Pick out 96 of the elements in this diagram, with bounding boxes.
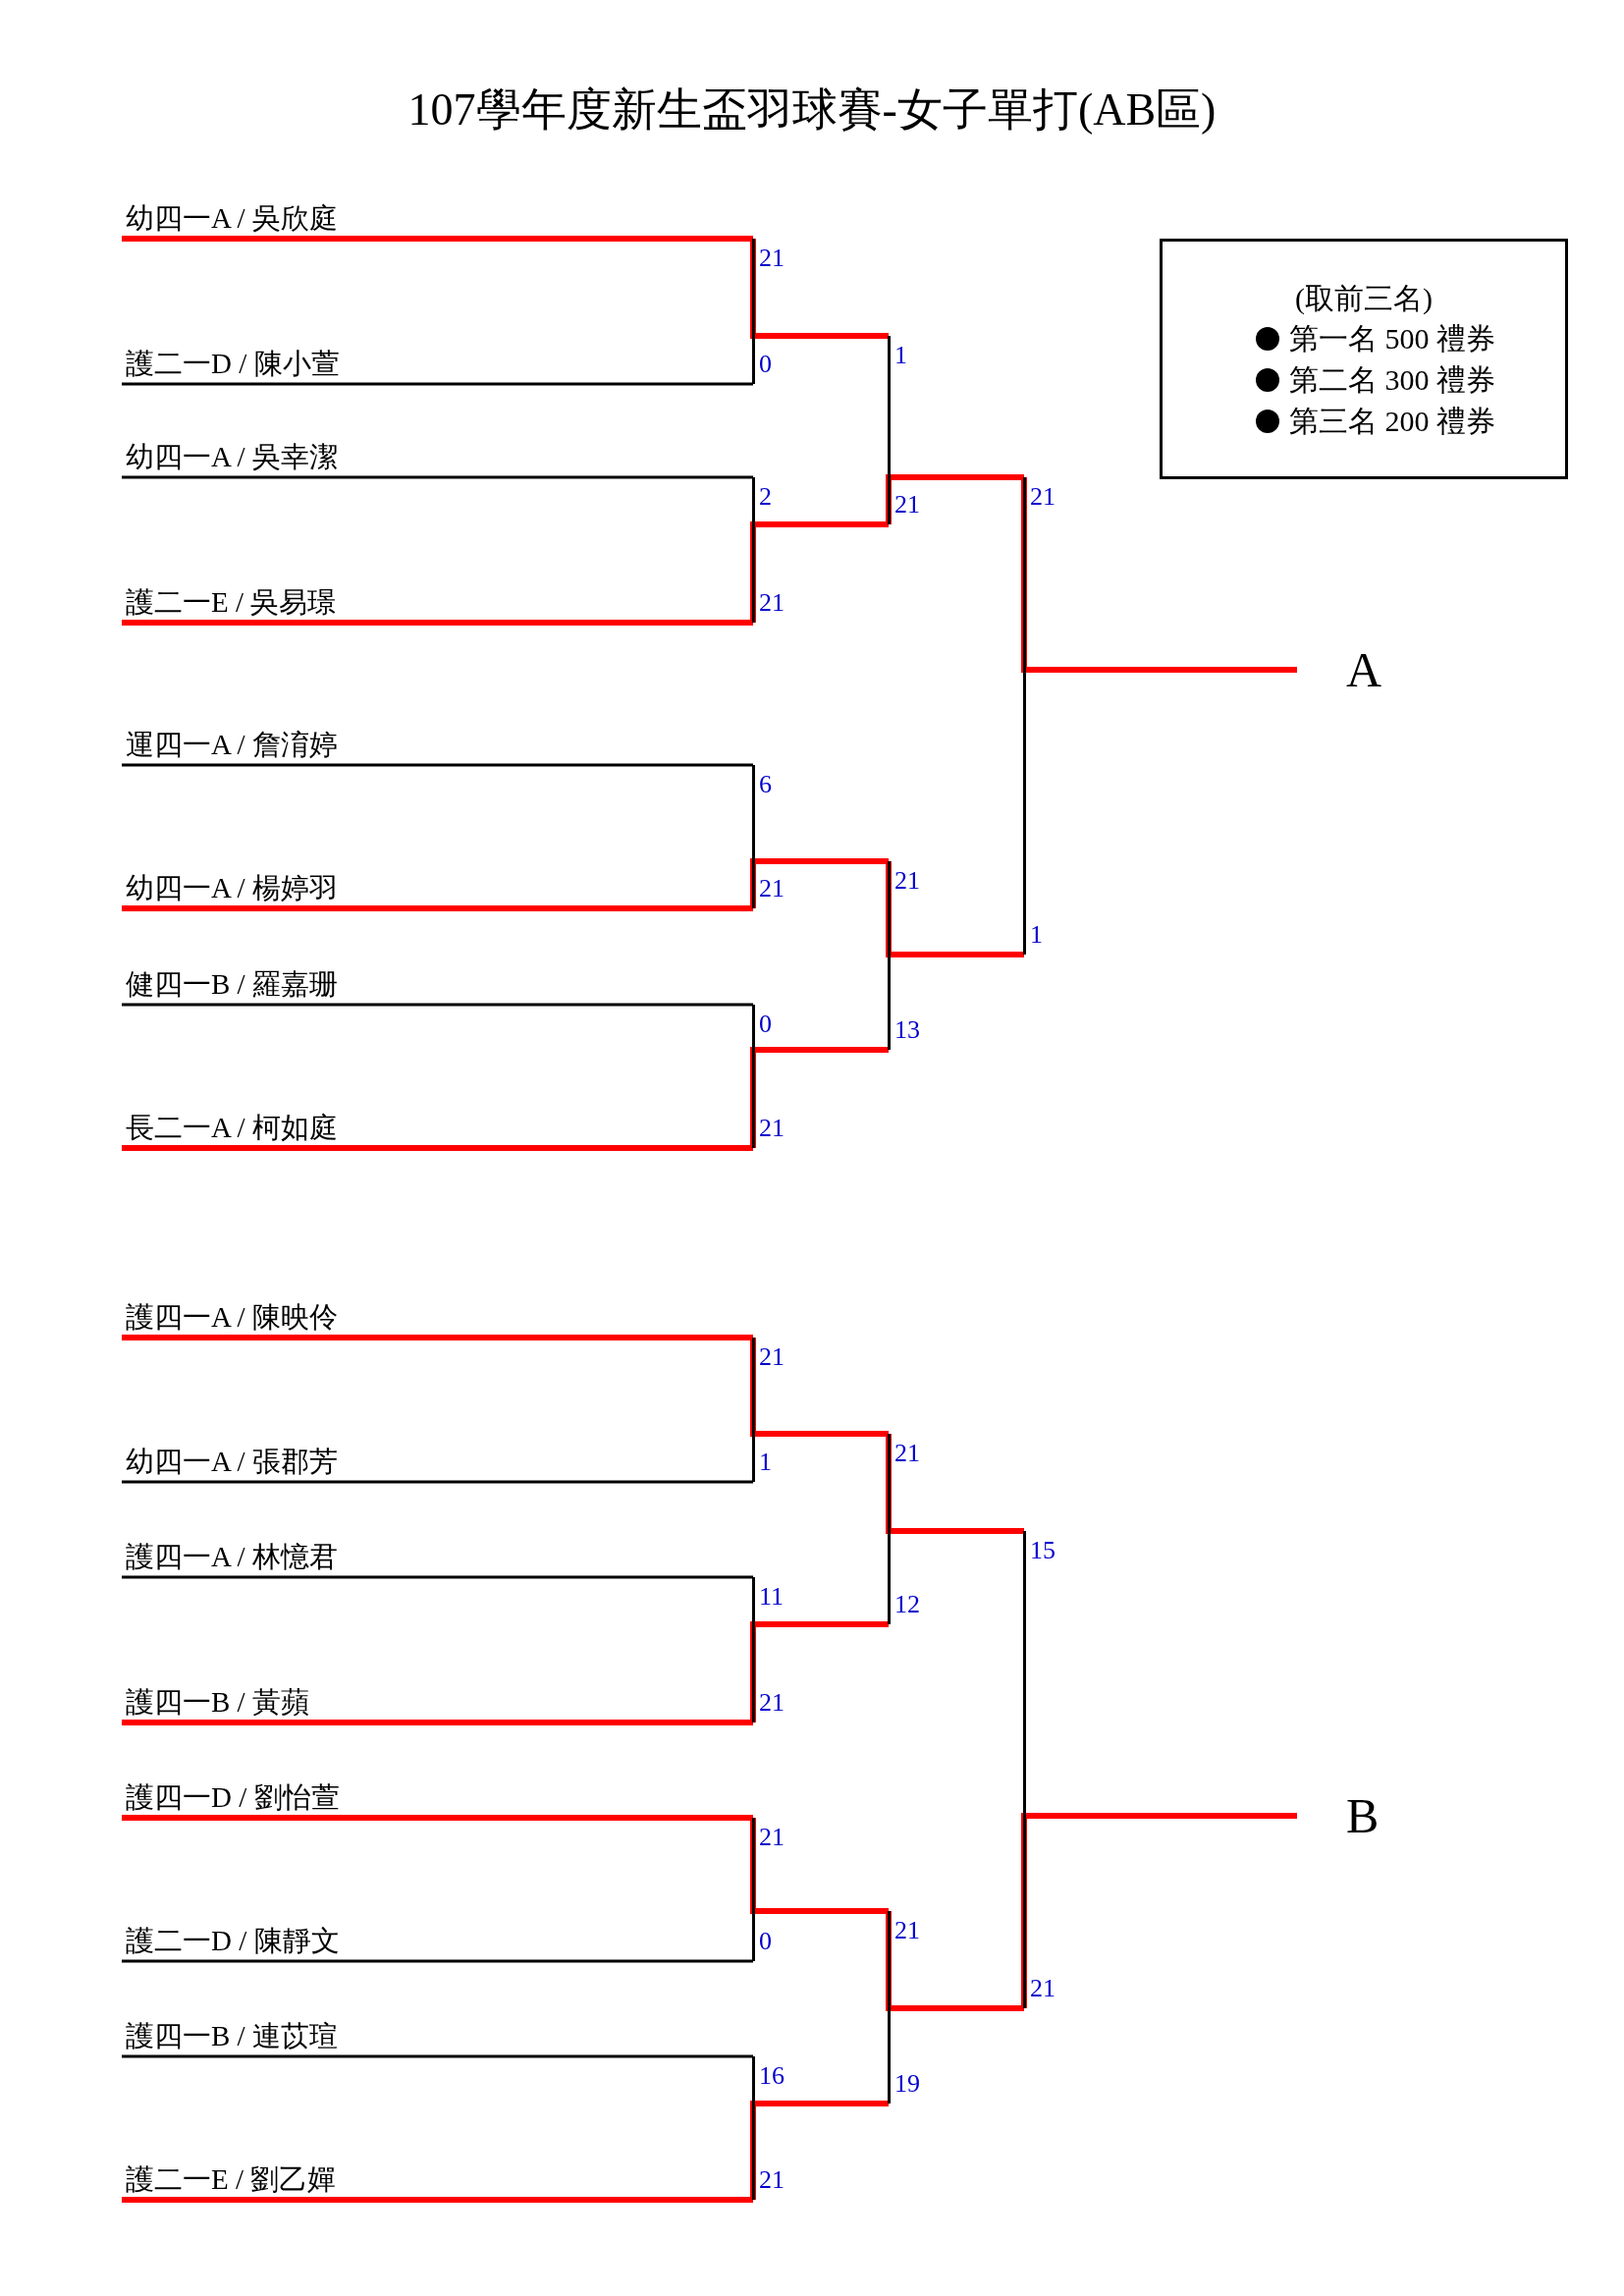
- player-name: 幼四一A / 張郡芳: [122, 1443, 338, 1482]
- player-name: 護四一B / 連苡瑄: [122, 2017, 338, 2056]
- bracket-bar: [887, 1434, 891, 1624]
- group-label: B: [1297, 1788, 1380, 1843]
- bracket-line: [750, 1818, 889, 1914]
- bracket-line: [750, 2101, 889, 2200]
- player-name: 護二一E / 劉乙嬋: [122, 2160, 337, 2200]
- score-label: 1: [894, 342, 907, 369]
- bracket-bar: [887, 336, 891, 524]
- player-name: 護二一D / 陳靜文: [122, 1922, 340, 1961]
- score-label: 21: [759, 245, 785, 272]
- score-label: 21: [894, 867, 920, 895]
- score-label: 12: [894, 1591, 920, 1618]
- bracket-line: [886, 1434, 1024, 1534]
- score-label: 6: [759, 771, 772, 798]
- bracket-line: [122, 236, 753, 242]
- bracket-bar: [751, 2056, 755, 2200]
- score-label: 21: [1030, 1975, 1056, 2002]
- bracket-bar: [751, 1338, 755, 1482]
- score-label: 19: [894, 2070, 920, 2098]
- bracket-bar: [751, 1005, 755, 1148]
- group-label: A: [1297, 642, 1382, 697]
- score-label: 21: [894, 491, 920, 519]
- score-label: 21: [759, 589, 785, 617]
- bracket-line: [886, 1911, 1024, 2011]
- player-name: 運四一A / 詹淯婷: [122, 726, 338, 765]
- player-name: 護四一A / 陳映伶: [122, 1298, 338, 1338]
- score-label: 21: [759, 1115, 785, 1142]
- bracket-line: [886, 474, 1024, 524]
- bracket-line: [122, 1145, 753, 1151]
- prize-item: 第三名 200 禮券: [1289, 404, 1495, 439]
- bracket-line: [122, 620, 753, 626]
- prize-panel: [1160, 239, 1568, 479]
- bracket-line: [1021, 1813, 1297, 2008]
- bracket-line: [122, 1335, 753, 1340]
- prize-item: 第一名 500 禮券: [1289, 321, 1495, 356]
- bracket-line: [122, 905, 753, 911]
- score-label: 0: [759, 1011, 772, 1038]
- score-label: 0: [759, 1928, 772, 1955]
- player-name: 幼四一A / 吳欣庭: [122, 199, 338, 239]
- bracket-line: [122, 2054, 753, 2058]
- score-label: 13: [894, 1016, 920, 1044]
- bracket-bar: [887, 1911, 891, 2104]
- prize-item: 第二名 300 禮券: [1289, 362, 1495, 398]
- score-label: 21: [759, 2166, 785, 2194]
- score-label: 21: [759, 1689, 785, 1717]
- player-name: 護四一D / 劉怡萱: [122, 1778, 340, 1818]
- score-label: 1: [759, 1449, 772, 1476]
- bracket-line: [750, 1047, 889, 1148]
- score-label: 21: [1030, 483, 1056, 511]
- bracket-bar: [1022, 477, 1026, 955]
- player-name: 長二一A / 柯如庭: [122, 1109, 338, 1148]
- score-label: 0: [759, 351, 772, 378]
- score-label: 21: [894, 1917, 920, 1944]
- score-label: 16: [759, 2062, 785, 2090]
- bracket-line: [750, 521, 889, 623]
- bracket-bar: [751, 239, 755, 384]
- score-label: 11: [759, 1583, 785, 1611]
- bracket-line: [122, 1003, 753, 1007]
- bracket-line: [122, 1720, 753, 1725]
- bracket-bar: [751, 477, 755, 623]
- bracket-bar: [751, 765, 755, 908]
- bracket-bar: [1022, 1531, 1026, 2008]
- score-label: 2: [759, 483, 772, 511]
- player-name: 幼四一A / 吳幸潔: [122, 438, 338, 477]
- bracket-line: [122, 763, 753, 767]
- score-label: 15: [1030, 1537, 1056, 1564]
- bracket-bar: [751, 1577, 755, 1722]
- bracket-line: [122, 382, 753, 386]
- score-label: 21: [759, 1824, 785, 1851]
- player-name: 護二一E / 吳易璟: [122, 583, 337, 623]
- bracket-bar: [751, 1818, 755, 1961]
- bracket-line: [122, 1815, 753, 1821]
- bracket-line: [750, 858, 889, 908]
- bracket-line: [750, 1338, 889, 1437]
- player-name: 幼四一A / 楊婷羽: [122, 869, 338, 908]
- score-label: 21: [759, 1343, 785, 1371]
- bracket-line: [122, 2197, 753, 2203]
- score-label: 1: [1030, 921, 1043, 949]
- bracket-line: [122, 475, 753, 479]
- bracket-line: [750, 239, 889, 339]
- bracket-line: [122, 1959, 753, 1963]
- prize-heading: (取前三名): [1294, 281, 1434, 316]
- score-label: 21: [894, 1440, 920, 1467]
- bracket-line: [886, 861, 1024, 957]
- score-label: 21: [759, 875, 785, 902]
- title: 107學年度新生盃羽球賽-女子單打(AB區): [406, 83, 1218, 137]
- bracket-line: [122, 1575, 753, 1579]
- player-name: 護四一B / 黃蘋: [122, 1683, 309, 1722]
- bracket-line: [122, 1480, 753, 1484]
- bracket-line: [1021, 477, 1297, 673]
- player-name: 健四一B / 羅嘉珊: [122, 965, 338, 1005]
- bracket-line: [750, 1621, 889, 1722]
- player-name: 護二一D / 陳小萱: [122, 345, 340, 384]
- bracket-bar: [887, 861, 891, 1050]
- player-name: 護四一A / 林憶君: [122, 1538, 338, 1577]
